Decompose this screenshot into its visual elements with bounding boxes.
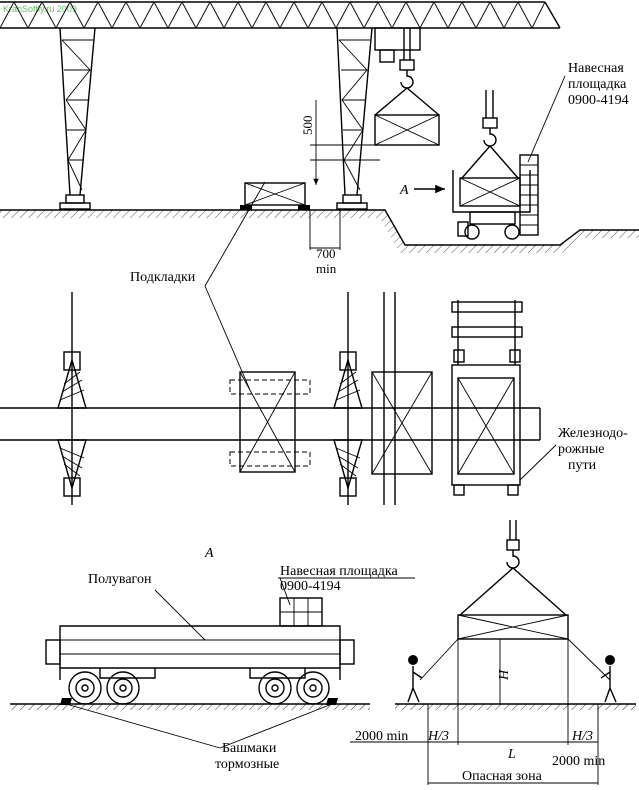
svg-text:H/3: H/3 [571,729,593,744]
crane-leg-left [59,27,96,210]
plan-load-on-supports [229,371,311,473]
svg-text:Железнодо-: Железнодо- [558,426,628,441]
view-arrow-a: A [399,183,445,198]
worker-right [600,655,617,703]
plan-crane-leg-left [57,292,87,505]
gantry-crane-side-view: 500 700 min A Навесная площадка 0900-419… [0,1,639,276]
plan-crane-leg-right [333,292,363,505]
gondola-car-label: Полувагон [88,572,152,587]
svg-text:min: min [316,261,337,276]
rail-tracks-label: Железнодо- рожные пути [519,426,628,481]
svg-text:A: A [399,183,409,198]
platform-label-bottom: Навесная площадка 0900-4194 [278,564,415,606]
svg-text:700: 700 [316,246,336,261]
svg-text:0900-4194: 0900-4194 [568,93,629,108]
svg-text:Навесная площадка: Навесная площадка [280,564,398,579]
dimension-500: 500 [300,100,380,185]
brake-shoes-label: Башмаки тормозные [65,703,333,772]
view-a-title: A [204,546,214,561]
svg-text:H: H [497,669,512,681]
dimension-700-min: 700 min [309,210,341,276]
crane-leg-right [336,27,373,210]
svg-text:500: 500 [300,116,315,136]
hoisted-load-upper [374,28,440,146]
svg-text:L: L [507,747,516,762]
svg-text:0900-4194: 0900-4194 [280,579,341,594]
danger-zone-label: Опасная зона [462,769,543,784]
worker-left [407,655,423,703]
hoisted-load-lower [459,90,521,207]
svg-text:тормозные: тормозные [215,757,279,772]
svg-text:рожные: рожные [558,442,604,457]
wheelsets [68,671,330,705]
svg-text:2000 min: 2000 min [355,729,408,744]
supports-label: Подкладки [130,270,196,285]
plan-view: Подкладки Железнодо- рожные пути [0,181,628,505]
plan-hoisted-load [371,371,433,475]
svg-text:Башмаки: Башмаки [222,741,277,756]
svg-text:H/3: H/3 [427,729,449,744]
danger-zone-scheme: H H/3 L H/3 2000 min 2000 min Опасная зо… [350,520,636,785]
crane-girder [0,1,561,29]
svg-text:Навесная: Навесная [568,61,624,76]
platform-label-top: Навесная площадка 0900-4194 [527,61,629,163]
svg-text:2000 min: 2000 min [552,754,605,769]
svg-text:пути: пути [568,458,597,473]
plan-gondola-car [451,300,523,496]
view-a: A Полувагон Навесная площадка 0900-4194 [10,546,415,772]
gondola-car-view-a [45,625,355,680]
svg-text:площадка: площадка [568,77,627,92]
gondola-car-side [452,154,539,240]
ground-load [240,182,310,210]
watermark: KranSoftly.ru 2009 [3,4,77,14]
